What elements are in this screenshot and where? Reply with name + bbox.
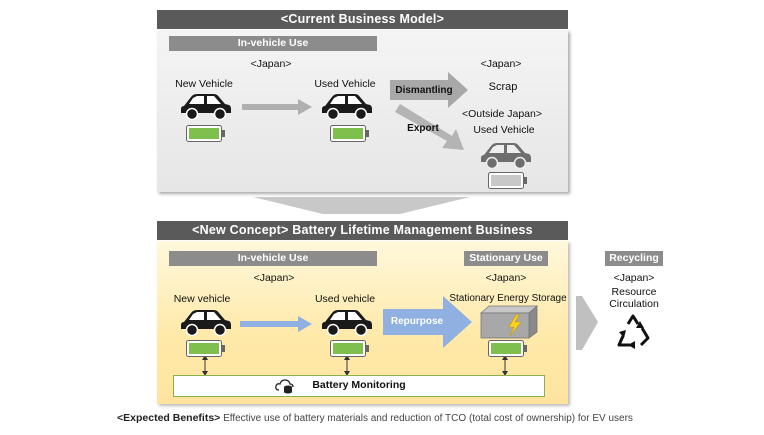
current-model-banner: <Current Business Model>	[157, 10, 568, 29]
battery-monitoring-box: Battery Monitoring	[173, 375, 545, 397]
outside-japan-label: <Outside Japan>	[462, 108, 542, 120]
stationary-use-header: Stationary Use	[464, 251, 548, 266]
in-vehicle-use-header-concept: In-vehicle Use	[169, 251, 377, 266]
battery-full-icon	[186, 340, 225, 357]
expected-benefits: <Expected Benefits> Effective use of bat…	[117, 412, 757, 424]
new-to-used-arrow	[242, 99, 312, 115]
used-vehicle-label: Used Vehicle	[314, 78, 376, 90]
new-vehicle-label: New Vehicle	[175, 78, 233, 90]
used-vehicle-label: Used vehicle	[314, 293, 376, 305]
resource-line2: Circulation	[609, 298, 659, 310]
car-icon	[322, 94, 372, 121]
resource-line1: Resource	[611, 286, 657, 298]
japan-label: <Japan>	[253, 272, 295, 284]
car-icon	[181, 310, 231, 337]
repurpose-label: Repurpose	[390, 316, 444, 327]
new-to-used-blue-arrow	[240, 316, 312, 332]
new-concept-banner: <New Concept> Battery Lifetime Managemen…	[157, 221, 568, 240]
battery-full-icon	[330, 125, 369, 142]
dismantling-label: Dismantling	[395, 85, 453, 96]
battery-full-icon	[488, 340, 527, 357]
repurpose-arrow	[383, 296, 472, 348]
car-icon	[181, 94, 231, 121]
stationary-storage-label: Stationary Energy Storage	[449, 293, 567, 304]
battery-monitoring-label: Battery Monitoring	[312, 379, 406, 391]
to-recycling-arrow	[576, 296, 598, 350]
dismantling-arrow	[390, 72, 468, 108]
japan-label-right: <Japan>	[480, 58, 522, 70]
scrap-label: Scrap	[488, 81, 518, 93]
energy-storage-icon	[479, 305, 539, 339]
japan-label-stationary: <Japan>	[485, 272, 527, 284]
expected-benefits-label: <Expected Benefits>	[117, 412, 221, 424]
used-vehicle-outside-label: Used Vehicle	[473, 124, 535, 136]
transition-chevron	[253, 197, 470, 214]
export-label: Export	[407, 123, 439, 134]
export-arrow	[395, 104, 464, 150]
recycling-header: Recycling	[605, 251, 663, 266]
expected-benefits-text: Effective use of battery materials and r…	[223, 413, 633, 424]
battery-degraded-icon	[488, 172, 527, 189]
recycling-japan-label: <Japan>	[613, 272, 655, 284]
car-gray-icon	[481, 143, 531, 170]
new-vehicle-label: New vehicle	[173, 293, 231, 305]
car-icon	[322, 310, 372, 337]
battery-full-icon	[330, 340, 369, 357]
battery-full-icon	[186, 125, 225, 142]
japan-label: <Japan>	[250, 58, 292, 70]
in-vehicle-use-header: In-vehicle Use	[169, 36, 377, 51]
recycle-icon	[617, 314, 650, 349]
cloud-database-icon	[275, 379, 294, 394]
